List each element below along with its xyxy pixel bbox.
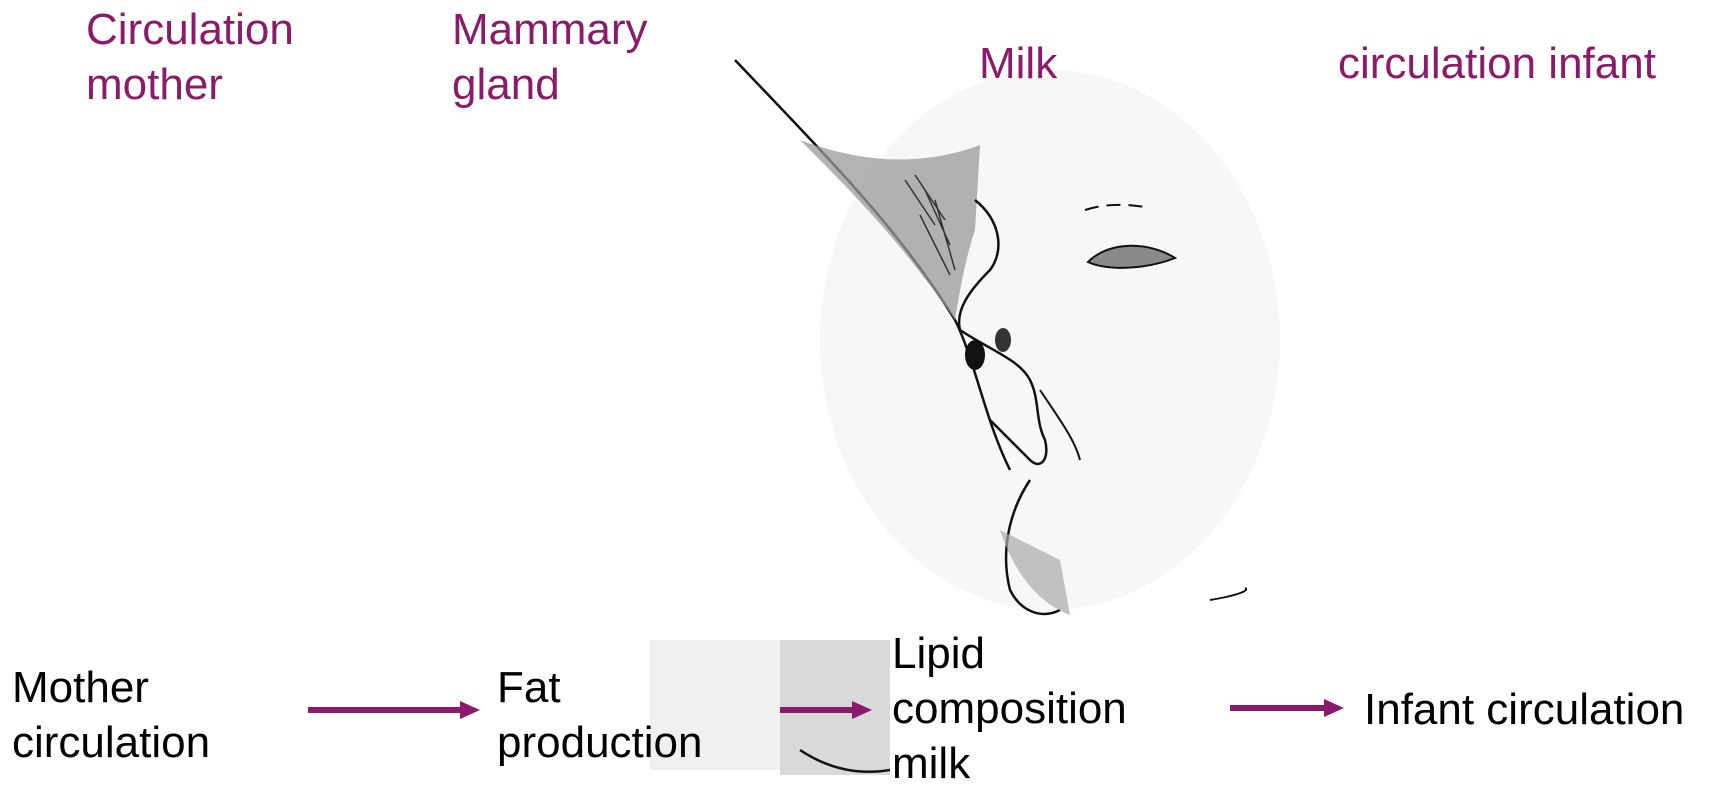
arrow-lipid-to-infant — [1228, 696, 1346, 720]
infant-nostril — [995, 328, 1011, 352]
label-fat-production-line2: production — [497, 715, 702, 770]
label-infant-circulation: Infant circulation — [1364, 682, 1684, 737]
label-mother-circulation: Mother circulation — [12, 660, 210, 770]
label-lipid-composition-milk: Lipid composition milk — [892, 626, 1127, 791]
header-milk: Milk — [979, 36, 1057, 91]
label-mother-circulation-line1: Mother — [12, 660, 210, 715]
header-circulation-mother-line2: mother — [86, 57, 294, 112]
infant-face-shade — [820, 70, 1280, 610]
infant-neck-line — [1210, 588, 1246, 600]
label-lipid-line1: Lipid — [892, 626, 1127, 681]
header-mammary-gland-line2: gland — [452, 57, 648, 112]
header-mammary-gland: Mammary gland — [452, 2, 648, 112]
label-fat-production-line1: Fat — [497, 660, 702, 715]
header-circulation-infant: circulation infant — [1338, 36, 1656, 91]
arrow-mother-to-fat — [306, 698, 482, 722]
header-mammary-gland-line1: Mammary — [452, 2, 648, 57]
label-mother-circulation-line2: circulation — [12, 715, 210, 770]
label-lipid-line3: milk — [892, 736, 1127, 791]
arrow-fat-to-lipid — [778, 698, 874, 722]
nipple-shadow — [965, 340, 985, 370]
label-fat-production: Fat production — [497, 660, 702, 770]
header-circulation-mother: Circulation mother — [86, 2, 294, 112]
header-circulation-mother-line1: Circulation — [86, 2, 294, 57]
label-lipid-line2: composition — [892, 681, 1127, 736]
